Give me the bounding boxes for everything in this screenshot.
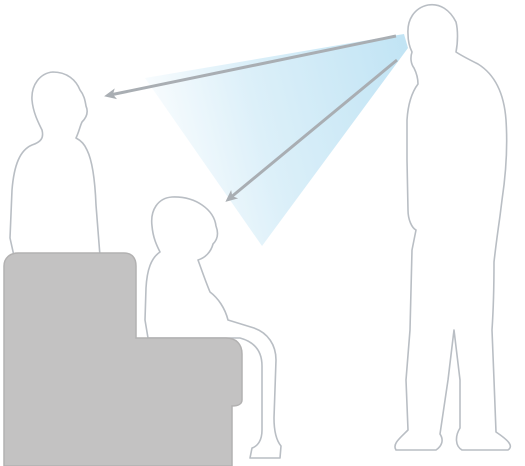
standing-child-silhouette [10,72,100,256]
standing-adult-silhouette [395,5,510,450]
